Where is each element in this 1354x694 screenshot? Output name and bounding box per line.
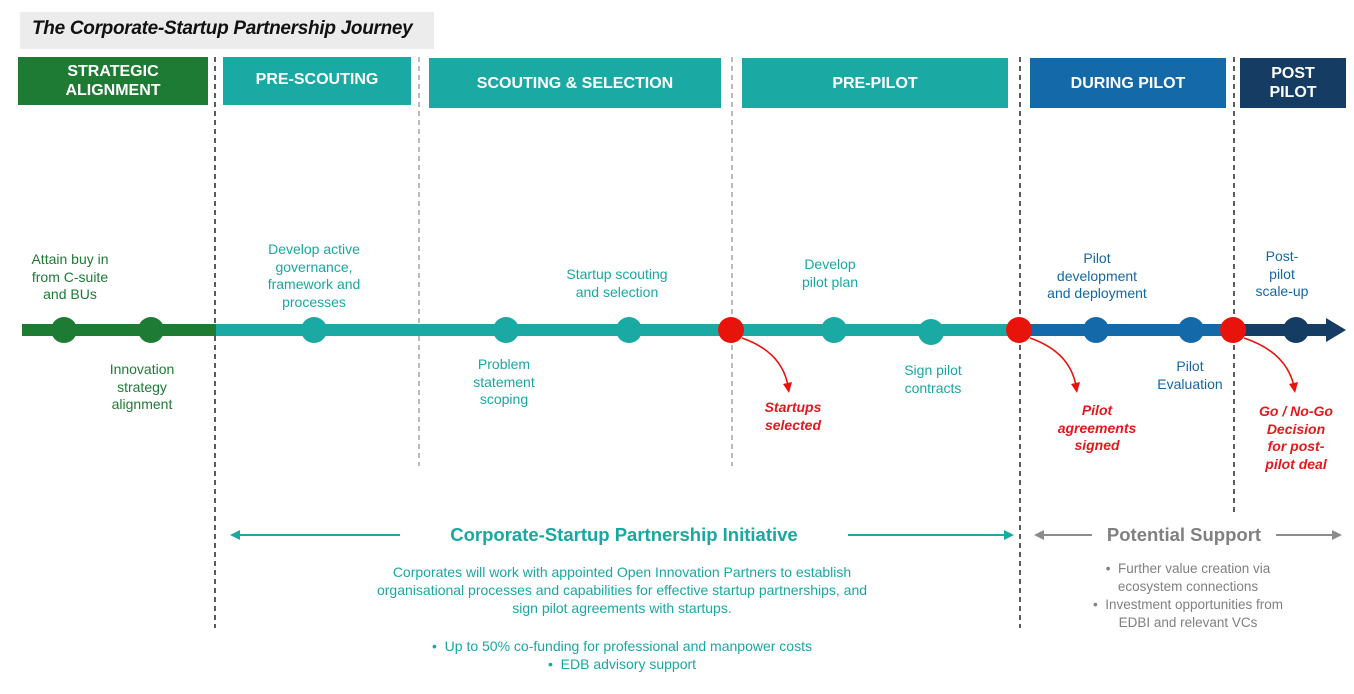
phase-scouting-label: SCOUTING & SELECTION xyxy=(476,74,674,92)
phase-post-line1: POST xyxy=(1271,65,1315,82)
milestone-dot-pilot-plan xyxy=(821,317,847,343)
milestone-dot-evaluation xyxy=(1178,317,1204,343)
milestone-dot-buyin xyxy=(51,317,77,343)
initiative-bullet-1: • Up to 50% co-funding for professional … xyxy=(431,638,812,654)
decision-dot-startups xyxy=(718,317,744,343)
phase-post-line2: PILOT xyxy=(1269,84,1317,101)
phase-during-pilot: DURING PILOT xyxy=(1030,58,1226,108)
phase-pre-pilot-label: PRE-PILOT xyxy=(832,74,918,92)
support-title: Potential Support xyxy=(1106,524,1262,545)
support-bullets: • Further value creation via ecosystem c… xyxy=(1040,560,1336,632)
decision-dot-gonogo xyxy=(1220,317,1246,343)
phase-scouting-selection: SCOUTING & SELECTION xyxy=(429,58,721,108)
decision-dot-agreements xyxy=(1006,317,1032,343)
initiative-bullet-2: • EDB advisory support xyxy=(547,656,697,672)
milestone-dot-scouting xyxy=(616,317,642,343)
decision-arrow-startups xyxy=(741,337,789,387)
milestone-dot-scale xyxy=(1283,317,1309,343)
phase-pre-pilot: PRE-PILOT xyxy=(742,58,1008,108)
page-title: The Corporate-Startup Partnership Journe… xyxy=(32,18,413,39)
milestone-dot-innovation xyxy=(138,317,164,343)
phase-strategic-alignment: STRATEGIC ALIGNMENT xyxy=(18,57,208,105)
support-bullet-1: • Further value creation via xyxy=(1105,561,1271,576)
decision-arrow-agreements xyxy=(1029,337,1077,387)
timeline-arrowhead xyxy=(1326,318,1346,342)
phase-strategic-line2: ALIGNMENT xyxy=(65,82,161,99)
phase-post-pilot: POST PILOT xyxy=(1240,58,1346,108)
milestone-dot-sign xyxy=(918,319,944,345)
support-bullet-2: • Investment opportunities from xyxy=(1092,597,1284,612)
phase-pre-scouting: PRE-SCOUTING xyxy=(223,57,411,105)
decision-arrow-gonogo xyxy=(1243,337,1295,387)
milestone-dot-pilot-dev xyxy=(1083,317,1109,343)
milestone-dot-problem xyxy=(493,317,519,343)
phase-during-pilot-label: DURING PILOT xyxy=(1070,74,1186,92)
phase-strategic-line1: STRATEGIC xyxy=(67,63,159,80)
initiative-title: Corporate-Startup Partnership Initiative xyxy=(450,524,798,545)
milestone-dot-governance xyxy=(301,317,327,343)
title-background xyxy=(20,12,434,49)
phase-pre-scouting-label: PRE-SCOUTING xyxy=(255,70,379,88)
initiative-bullets: • Up to 50% co-funding for professional … xyxy=(312,637,932,673)
initiative-description: Corporates will work with appointed Open… xyxy=(376,564,868,616)
timeline-bar-navy xyxy=(1234,324,1326,336)
